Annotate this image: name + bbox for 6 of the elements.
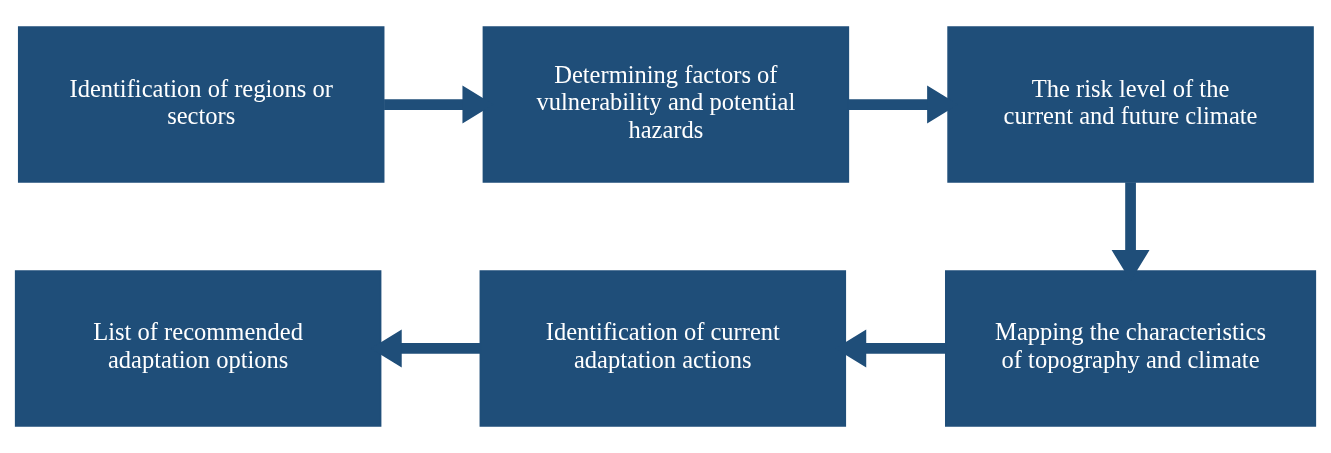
node-box: The risk level of the current and future climate bbox=[947, 26, 1314, 183]
node-box: Mapping the characteristics of topography and climate bbox=[945, 270, 1317, 427]
node-box: Identification of regions or sectors bbox=[17, 26, 385, 183]
node-box: List of recommended adaptation options bbox=[14, 270, 382, 427]
node-box: Determining factors of vulnerability and potential hazards bbox=[482, 26, 850, 183]
node-box: Identification of current adaptation actions bbox=[479, 270, 847, 427]
